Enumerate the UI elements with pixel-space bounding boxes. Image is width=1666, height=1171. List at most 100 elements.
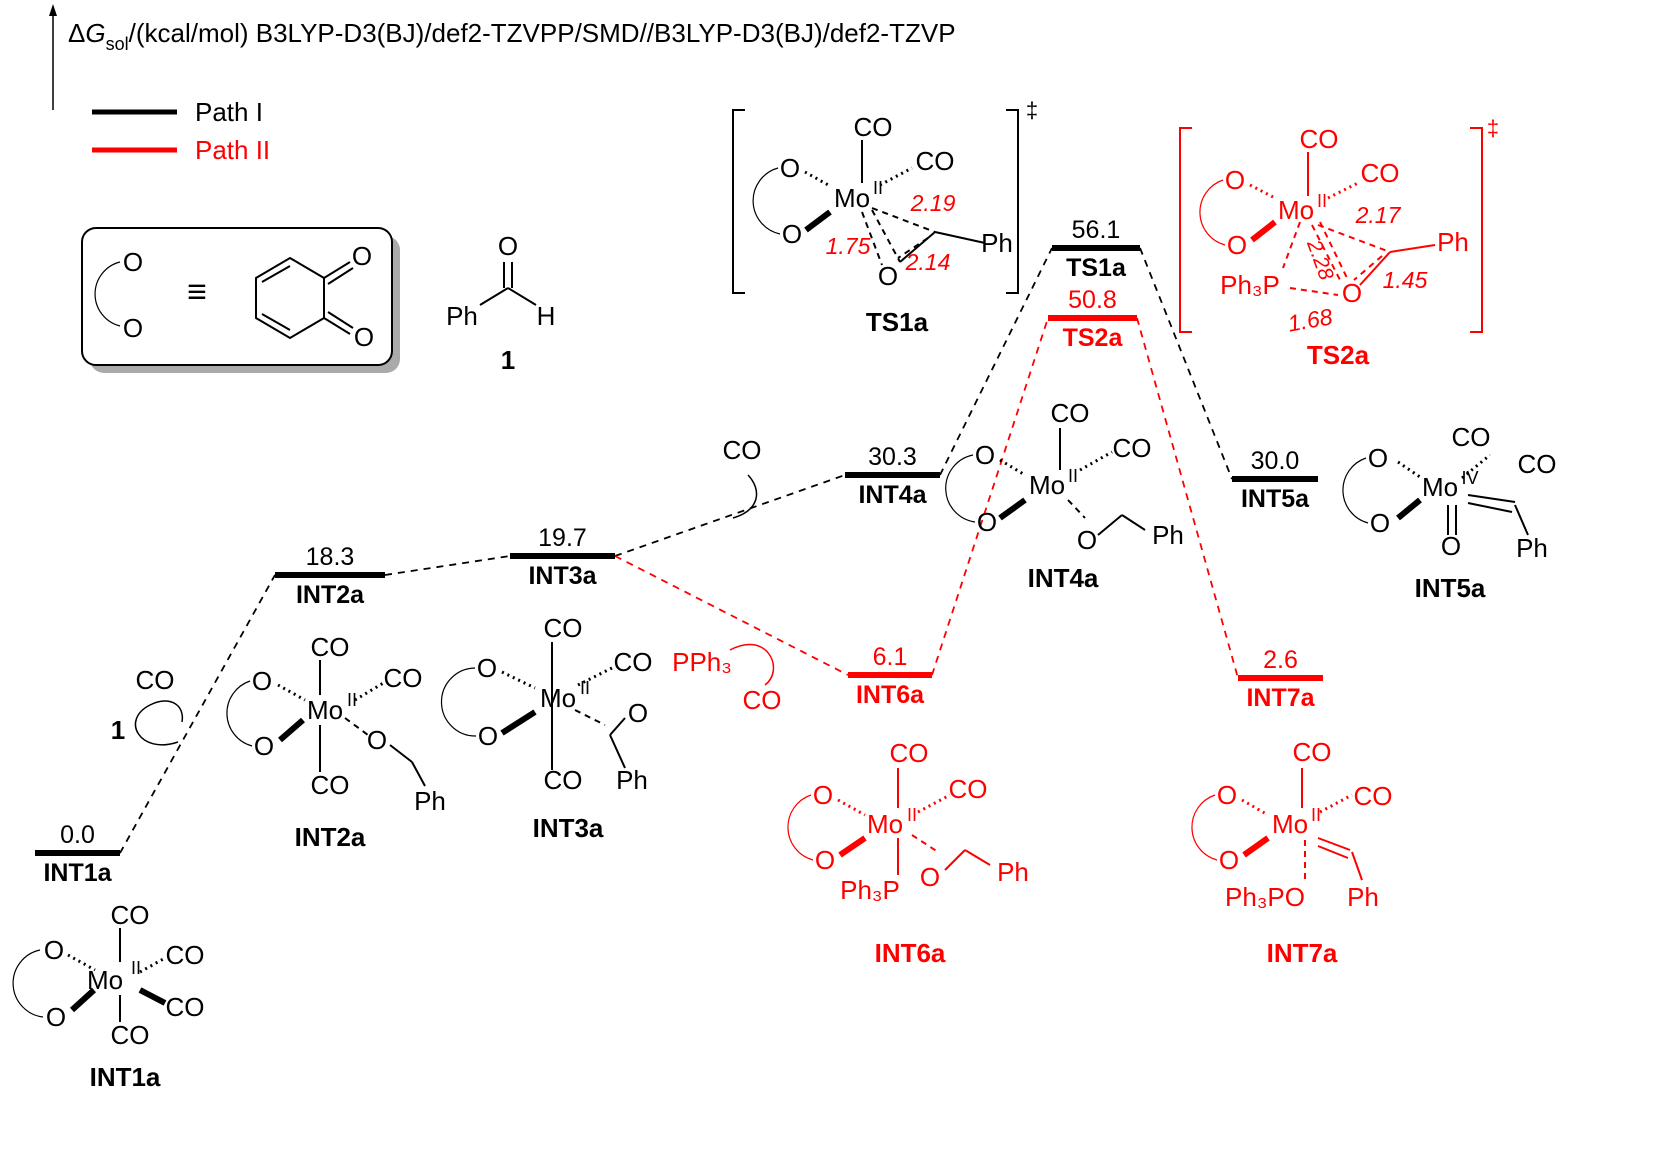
atom-label: CO (1293, 737, 1332, 767)
hashed-bond (999, 458, 1026, 477)
atom-label: O (1342, 278, 1362, 308)
hashed-bond (1241, 798, 1269, 817)
atom-label: CO (854, 112, 893, 142)
atom-label: CO (1354, 781, 1393, 811)
partial-bond (1282, 221, 1301, 269)
wedge-bond (138, 987, 167, 1006)
partial-bond (861, 211, 883, 266)
partial-bond (1289, 287, 1339, 296)
atom-label: O (977, 507, 997, 537)
hashed-bond (501, 670, 536, 690)
atom-label: II (1311, 805, 1321, 825)
connector-INT3a-INT4a (614, 474, 846, 557)
atom-label: CO (311, 770, 350, 800)
atom-label: CO (111, 1020, 150, 1050)
atom-label: O (878, 261, 898, 291)
curved-arrow-co-loss (134, 700, 184, 746)
connector-INT4a-TS1a (939, 247, 1053, 476)
atom-label: Ph (414, 786, 446, 816)
benzoquinone-structure (255, 256, 354, 340)
bond (411, 761, 426, 787)
atom-label: Ph (1347, 882, 1379, 912)
atom-label: CO (1518, 449, 1557, 479)
wedge-bond (1396, 497, 1422, 521)
bond (1359, 251, 1391, 286)
atom-label: O (975, 440, 995, 470)
bond-distance: 2.28 (1302, 236, 1338, 284)
atom-label: CO (743, 685, 782, 715)
connector-TS1a-INT5a (1139, 247, 1233, 480)
atom-label: O (782, 219, 802, 249)
atom-label: II (1317, 191, 1327, 211)
atom-label: O (628, 698, 648, 728)
catecholate-ligand-arc (440, 667, 477, 737)
bond (1097, 514, 1123, 536)
bond (389, 744, 413, 763)
bond (1121, 514, 1146, 531)
atom-label: O (780, 153, 800, 183)
bond-distance: 1.75 (826, 233, 871, 259)
ligand-arc (94, 261, 121, 327)
atom-label: Ph (997, 857, 1029, 887)
atom-label: II (907, 805, 917, 825)
bond (1351, 851, 1363, 881)
bond-distance: 1.68 (1286, 303, 1335, 336)
hashed-bond (354, 680, 386, 702)
atom-label: O (352, 241, 372, 271)
atom-label: O (920, 862, 940, 892)
level-label-INT2a: INT2a (296, 581, 365, 609)
atom-label: CO (1113, 433, 1152, 463)
bond-distance: 1.45 (1383, 267, 1428, 293)
atom-label: CO (136, 665, 175, 695)
hashed-bond (577, 666, 613, 687)
atom-label: Mo (87, 965, 123, 995)
key-box (81, 227, 393, 366)
partial-bond (1317, 224, 1391, 253)
hashed-bond (1319, 793, 1353, 814)
hashed-bond (1249, 183, 1276, 200)
atom-label: II (1068, 466, 1078, 486)
connector-INT2a-INT3a (384, 555, 511, 576)
catecholate-ligand-arc (945, 454, 976, 523)
atom-label: Ph₃PO (1225, 882, 1305, 912)
structure-label: INT7a (1267, 938, 1338, 968)
bond (1317, 845, 1349, 859)
bond (934, 231, 986, 244)
atom-label: CO (544, 765, 583, 795)
atom-label: CO (384, 663, 423, 693)
atom-label: O (1370, 508, 1390, 538)
hashed-bond (1397, 460, 1421, 479)
atom-label: II (873, 178, 883, 198)
bond (964, 849, 991, 866)
catecholate-ligand-arc (1199, 179, 1226, 246)
bond (944, 849, 966, 871)
hashed-bond (1079, 450, 1113, 472)
atom-label: CO (544, 613, 583, 643)
atom-label: CO (1300, 124, 1339, 154)
wedge-bond (1250, 219, 1277, 243)
atom-label: Mo (1029, 470, 1065, 500)
structure-label: INT1a (90, 1062, 161, 1092)
structure-label: INT4a (1028, 563, 1099, 593)
atom-label: CO (311, 632, 350, 662)
atom-label: II (347, 690, 357, 710)
catecholate-ligand-arc (1342, 457, 1369, 524)
atom-label: O (813, 780, 833, 810)
bond (1467, 502, 1513, 513)
catecholate-ligand-arc (752, 167, 781, 235)
wedge-bond (838, 835, 867, 858)
atom-label: 1 (111, 715, 125, 745)
atom-label: CO (1361, 158, 1400, 188)
ts1a-brackets (732, 109, 1019, 294)
bond (1317, 837, 1351, 851)
atom-label: O (123, 247, 143, 277)
hashed-bond (1461, 453, 1491, 480)
atom-label: ‡ (1487, 116, 1499, 141)
atom-label: CO (1452, 422, 1491, 452)
connector-INT1a-INT2a (119, 574, 276, 854)
catecholate-ligand-arc (12, 949, 44, 1018)
atom-label: O (44, 935, 64, 965)
bond (1467, 494, 1516, 503)
atom-label: II (580, 678, 590, 698)
atom-label: Mo (540, 683, 576, 713)
